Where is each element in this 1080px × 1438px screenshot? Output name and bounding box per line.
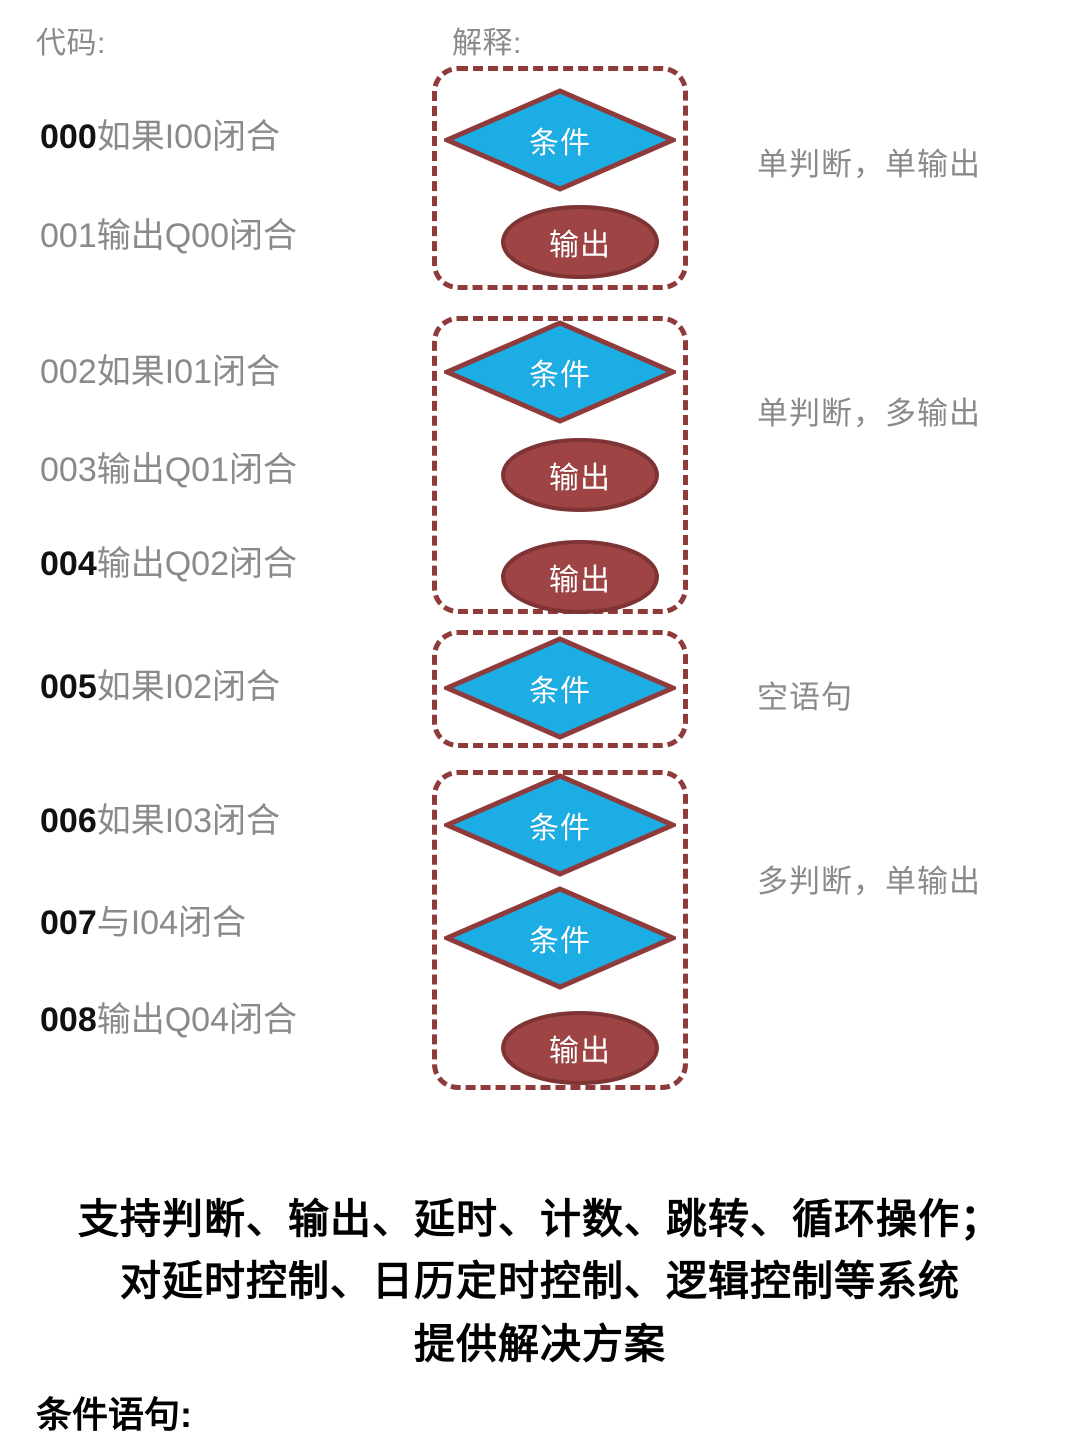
shape-label: 条件 [529, 925, 591, 958]
explanation-column-header: 解释: [452, 27, 522, 60]
summary-line: 支持判断、输出、延时、计数、跳转、循环操作； [78, 1196, 1002, 1242]
code-line: 004输出Q02闭合 [40, 547, 297, 581]
condition-diamond: 条件 [444, 88, 676, 192]
code-column-header: 代码: [36, 27, 106, 60]
condition-diamond: 条件 [444, 320, 676, 424]
code-line: 008输出Q04闭合 [40, 1003, 297, 1037]
output-ellipse: 输出 [500, 539, 660, 615]
code-line: 001输出Q00闭合 [40, 219, 297, 253]
code-line-text: 如果I00闭合 [96, 118, 280, 156]
explanation-label: 多判断，单输出 [757, 864, 981, 899]
code-line-number: 004 [40, 545, 97, 583]
code-line: 002如果I01闭合 [40, 355, 280, 389]
code-line: 006如果I03闭合 [40, 804, 280, 838]
summary-paragraph: 支持判断、输出、延时、计数、跳转、循环操作； 对延时控制、日历定时控制、逻辑控制等… [0, 1188, 1080, 1375]
explanation-label: 单判断，单输出 [757, 147, 981, 182]
output-ellipse: 输出 [500, 1010, 660, 1086]
code-line-text: 如果I01闭合 [96, 353, 280, 391]
output-ellipse: 输出 [500, 437, 660, 513]
condition-diamond: 条件 [444, 636, 676, 740]
code-line-text: 输出Q01闭合 [96, 451, 297, 489]
code-line-text: 如果I02闭合 [96, 668, 280, 706]
condition-diamond: 条件 [444, 773, 676, 877]
code-line: 003输出Q01闭合 [40, 453, 297, 487]
output-ellipse: 输出 [500, 204, 660, 280]
code-line-text: 输出Q04闭合 [96, 1001, 297, 1039]
code-line-text: 输出Q00闭合 [96, 217, 297, 255]
condition-diamond: 条件 [444, 886, 676, 990]
code-line-text: 与I04闭合 [96, 904, 246, 942]
explanation-label: 空语句 [757, 680, 853, 715]
code-line-number: 006 [40, 802, 97, 840]
shape-label: 条件 [529, 812, 591, 845]
summary-line: 对延时控制、日历定时控制、逻辑控制等系统 [120, 1258, 960, 1305]
code-line-number: 003 [40, 451, 97, 489]
shape-label: 输出 [549, 564, 611, 597]
code-line-number: 008 [40, 1001, 97, 1039]
code-line-text: 输出Q02闭合 [96, 545, 297, 583]
shape-label: 输出 [549, 462, 611, 495]
explanation-label: 单判断，多输出 [757, 396, 981, 431]
code-line: 000如果I00闭合 [40, 120, 280, 154]
code-line-number: 002 [40, 353, 97, 391]
shape-label: 输出 [549, 1035, 611, 1068]
shape-label: 输出 [549, 229, 611, 262]
summary-line: 提供解决方案 [414, 1320, 666, 1367]
code-line-number: 005 [40, 668, 97, 706]
shape-label: 条件 [529, 127, 591, 160]
code-line-number: 007 [40, 904, 97, 942]
code-line: 005如果I02闭合 [40, 670, 280, 704]
shape-label: 条件 [529, 359, 591, 392]
code-line-number: 001 [40, 217, 97, 255]
footer-section-label: 条件语句: [36, 1394, 192, 1435]
shape-label: 条件 [529, 675, 591, 708]
code-line: 007与I04闭合 [40, 906, 246, 940]
code-line-text: 如果I03闭合 [96, 802, 280, 840]
code-line-number: 000 [40, 118, 97, 156]
